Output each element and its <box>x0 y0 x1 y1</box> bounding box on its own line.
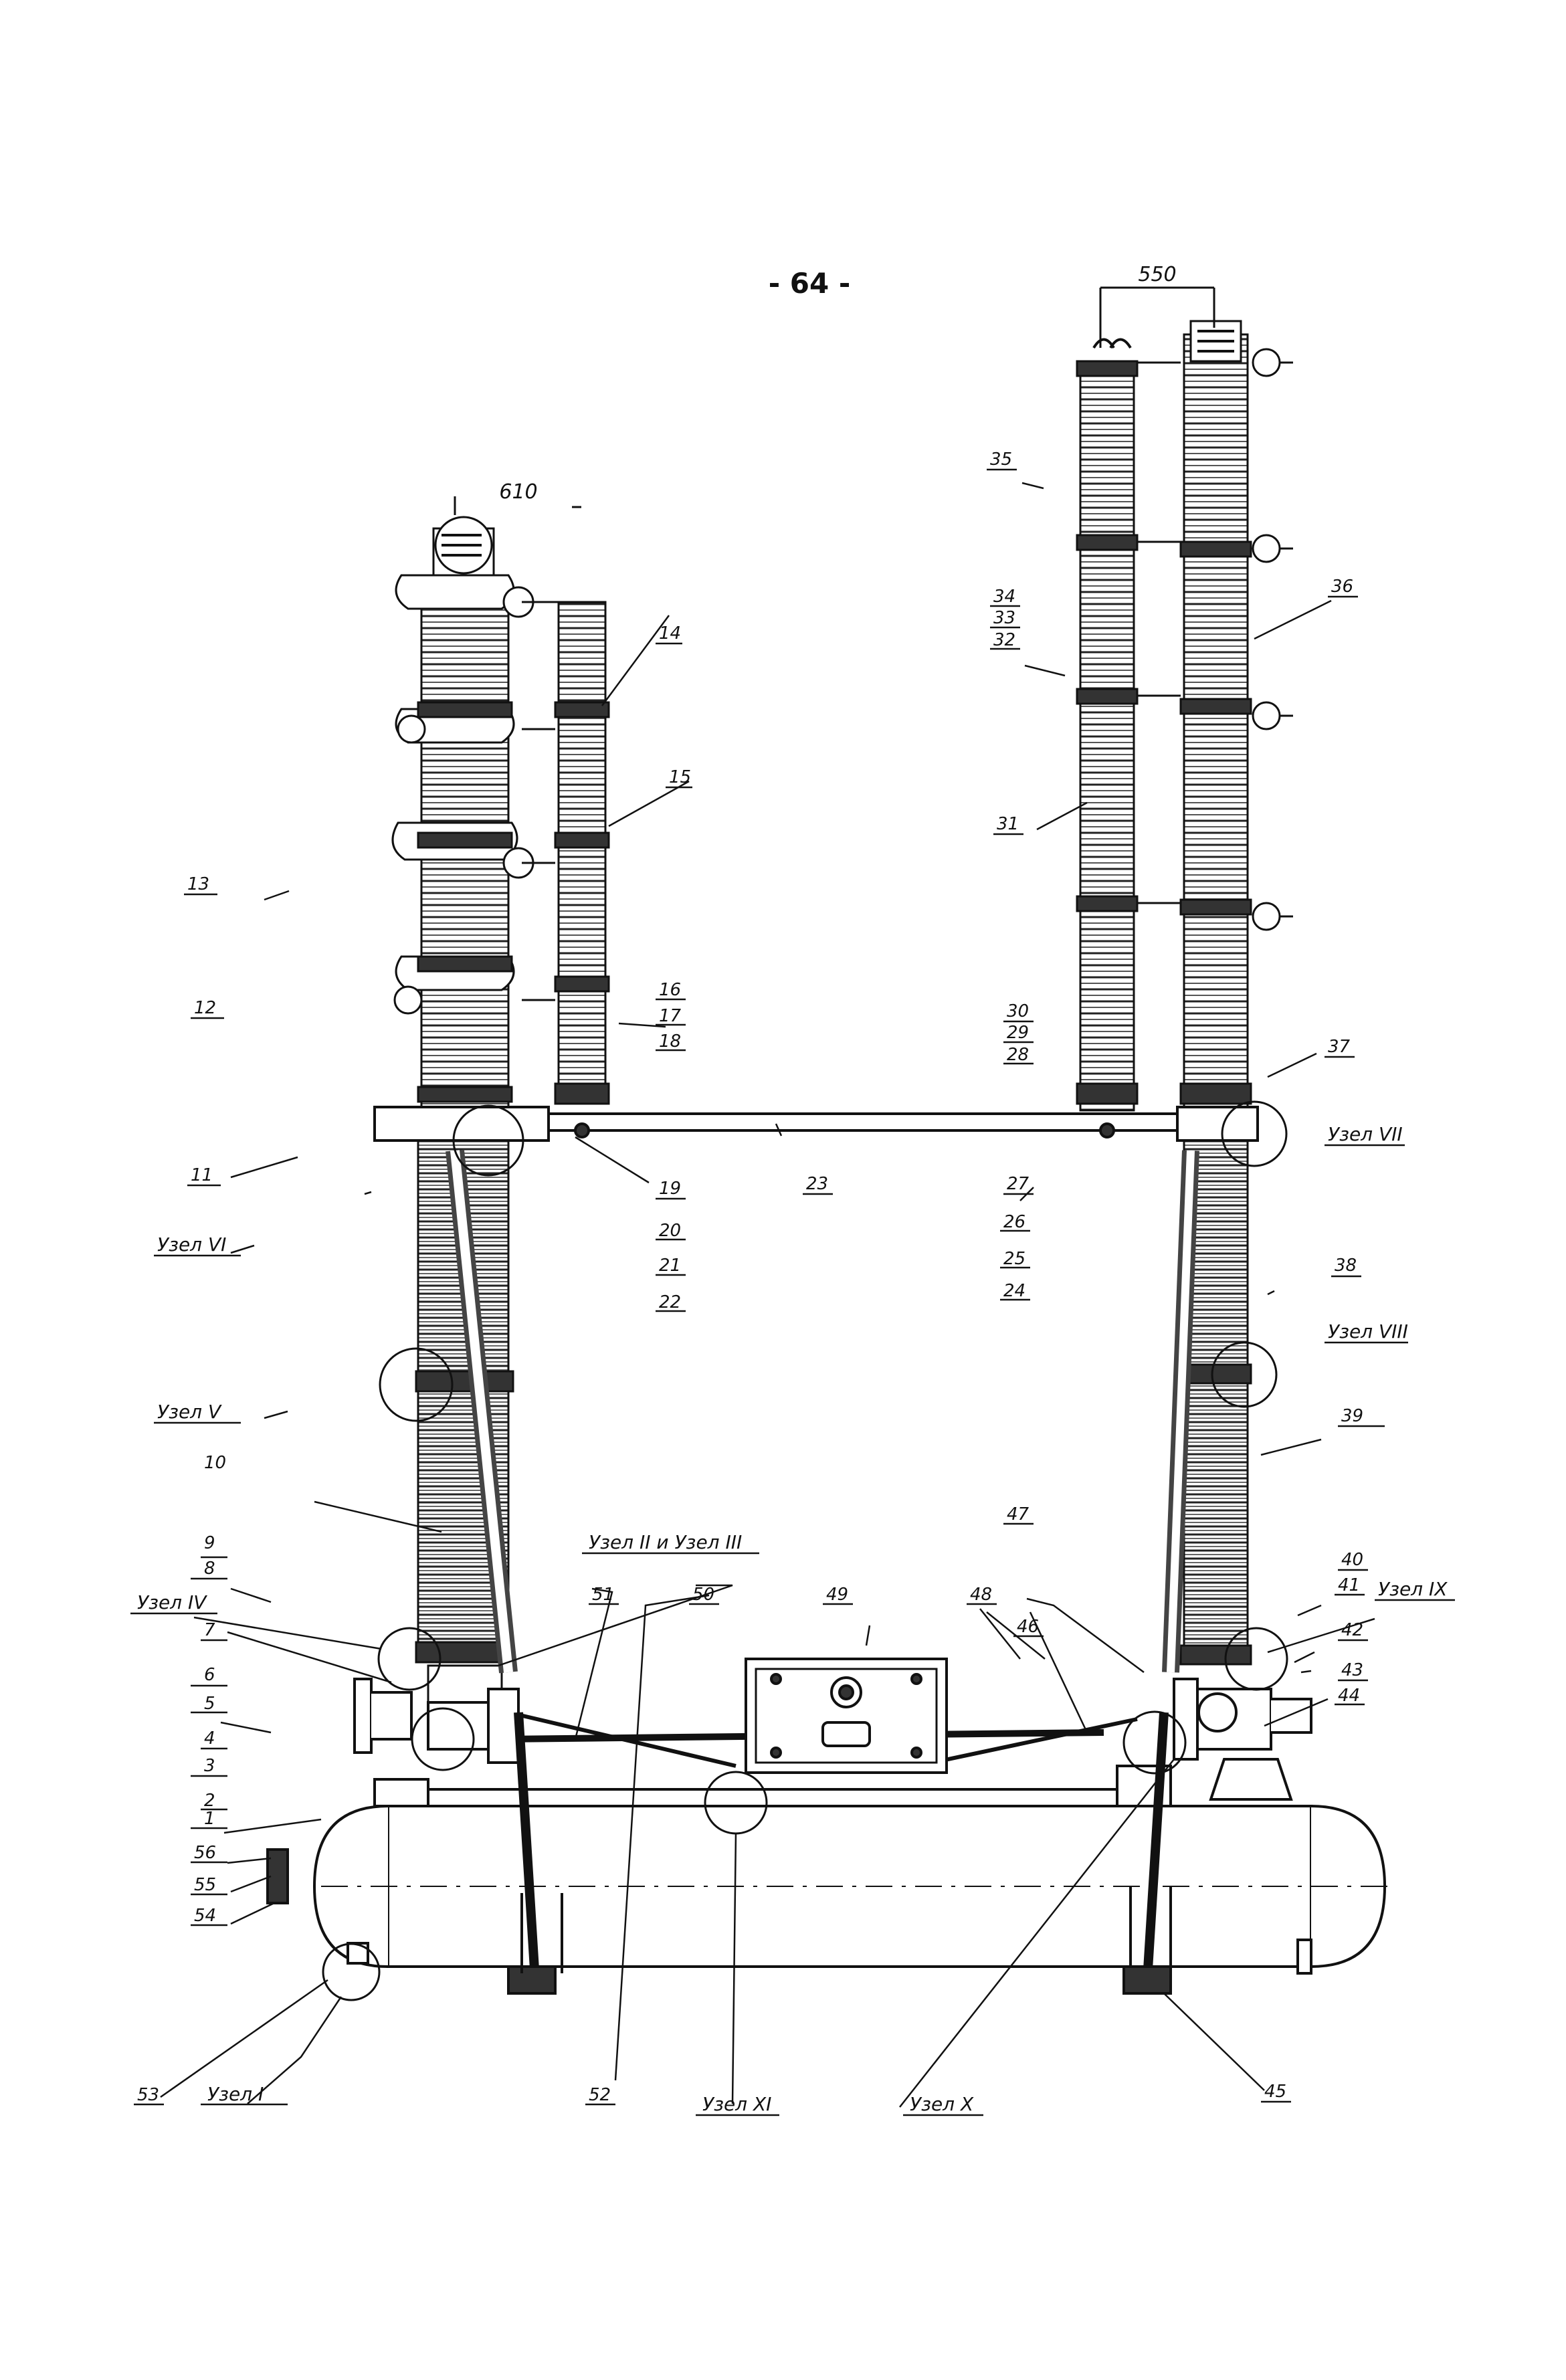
label-54: 54 <box>194 1906 216 1926</box>
label-46: 46 <box>1017 1617 1039 1637</box>
label-55: 55 <box>194 1875 216 1895</box>
label-37: 37 <box>1328 1037 1351 1057</box>
label-4: 4 <box>204 1728 215 1749</box>
label-20: 20 <box>659 1221 681 1241</box>
label-14: 14 <box>659 623 681 643</box>
label-11: 11 <box>191 1165 213 1185</box>
label-26: 26 <box>1003 1212 1025 1232</box>
label-29: 29 <box>1007 1023 1029 1043</box>
node-label-viii: Узел VIII <box>1328 1320 1408 1343</box>
node-label-vii: Узел VII <box>1328 1123 1403 1145</box>
right-lower-column <box>1162 1129 1252 1673</box>
label-28: 28 <box>1007 1045 1029 1065</box>
label-44: 44 <box>1338 1686 1360 1706</box>
label-21: 21 <box>659 1256 681 1276</box>
label-23: 23 <box>806 1174 828 1194</box>
node-label-ii-iii: Узел II и Узел III <box>589 1531 742 1553</box>
label-7: 7 <box>204 1620 215 1640</box>
label-43: 43 <box>1341 1660 1363 1680</box>
page-number: - 64 - <box>769 267 851 300</box>
label-56: 56 <box>194 1843 216 1863</box>
label-10: 10 <box>204 1453 226 1473</box>
label-47: 47 <box>1007 1504 1030 1524</box>
label-12: 12 <box>194 998 216 1018</box>
label-33: 33 <box>993 608 1015 628</box>
dimension-610-label: 610 <box>499 480 537 504</box>
right-tall-column-b <box>1137 320 1293 1118</box>
label-36: 36 <box>1331 577 1353 597</box>
label-18: 18 <box>659 1031 681 1052</box>
node-label-ix: Узел IX <box>1378 1578 1448 1600</box>
dimension-550 <box>1099 286 1215 348</box>
node-label-i: Узел I <box>207 2083 264 2105</box>
label-5: 5 <box>204 1694 215 1714</box>
label-49: 49 <box>826 1585 848 1605</box>
label-22: 22 <box>659 1292 681 1312</box>
label-50: 50 <box>692 1585 714 1605</box>
label-31: 31 <box>997 814 1019 834</box>
label-52: 52 <box>589 2085 611 2105</box>
label-40: 40 <box>1341 1550 1363 1570</box>
label-25: 25 <box>1003 1249 1025 1269</box>
label-19: 19 <box>659 1179 681 1199</box>
node-label-v: Узел V <box>157 1401 222 1423</box>
label-27: 27 <box>1007 1174 1030 1194</box>
label-3: 3 <box>204 1756 215 1776</box>
position-labels: 13 12 11 10 9 8 7 6 5 4 3 2 1 56 55 54 5… <box>137 450 1363 2105</box>
label-1: 1 <box>204 1809 215 1829</box>
label-53: 53 <box>137 2085 159 2105</box>
label-underlines <box>134 468 1385 2106</box>
label-51: 51 <box>592 1585 614 1605</box>
label-9: 9 <box>204 1533 215 1553</box>
label-2: 2 <box>204 1791 215 1811</box>
label-13: 13 <box>187 874 209 894</box>
label-42: 42 <box>1341 1620 1363 1640</box>
label-41: 41 <box>1338 1575 1360 1595</box>
right-tall-column-a <box>1076 338 1139 1112</box>
node-label-x: Узел X <box>910 2093 974 2115</box>
dimension-550-label: 550 <box>1138 263 1176 286</box>
dimension-610 <box>454 496 581 515</box>
drive-box <box>745 1658 948 1774</box>
left-small-column <box>522 601 610 1105</box>
node-label-xi: Узел XI <box>702 2093 771 2115</box>
label-24: 24 <box>1003 1281 1025 1301</box>
node-label-underlines <box>130 1144 1455 2116</box>
leader-lines <box>160 482 1375 2108</box>
node-label-iv: Узел IV <box>137 1591 207 1613</box>
label-48: 48 <box>970 1585 992 1605</box>
node-label-vi: Узел VI <box>157 1233 226 1256</box>
label-45: 45 <box>1264 2082 1286 2102</box>
label-39: 39 <box>1341 1406 1363 1426</box>
label-32: 32 <box>993 630 1015 650</box>
label-38: 38 <box>1335 1256 1357 1276</box>
label-17: 17 <box>659 1006 682 1026</box>
label-6: 6 <box>204 1665 215 1685</box>
left-base-mechanism <box>353 1678 563 1995</box>
left-diagonal-insulator <box>446 1149 518 1674</box>
label-30: 30 <box>1007 1001 1029 1021</box>
label-15: 15 <box>669 767 691 787</box>
tank-body <box>266 1805 1391 1975</box>
label-35: 35 <box>990 450 1012 470</box>
label-8: 8 <box>204 1559 215 1579</box>
node-labels: Узел I Узел II и Узел III Узел IV Узел V… <box>137 1123 1448 2115</box>
label-34: 34 <box>993 587 1015 607</box>
label-16: 16 <box>659 980 681 1000</box>
